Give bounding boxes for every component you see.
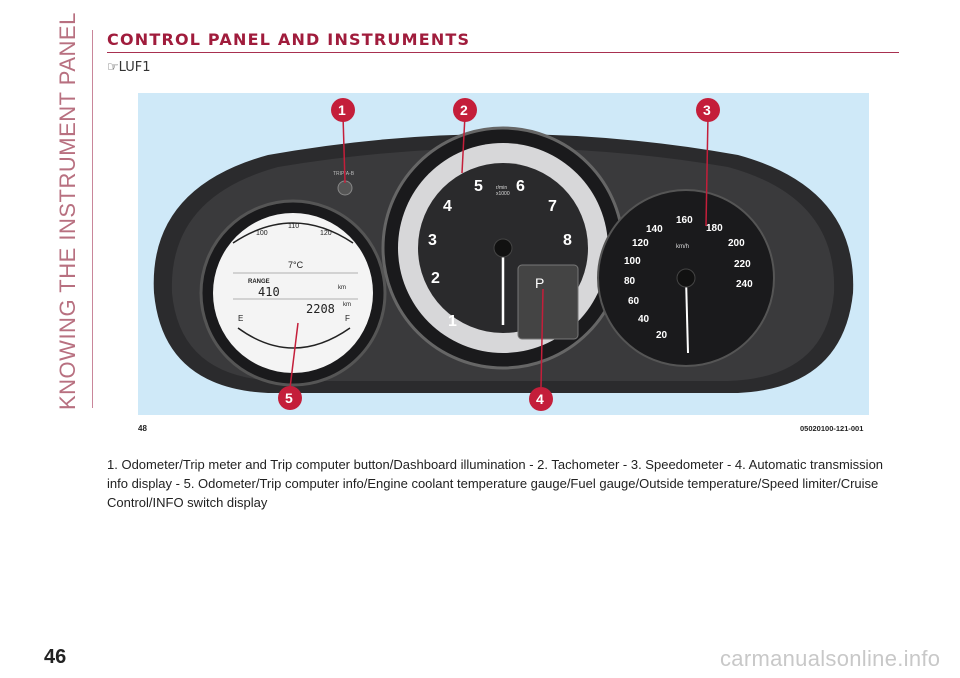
speedometer-gauge: 20 40 60 80 100 120 140 160 180 200 220 … [597, 189, 775, 367]
speed-tick-label: 160 [676, 215, 693, 226]
speed-tick-label: 40 [638, 314, 650, 325]
tach-tick-label: 8 [563, 232, 572, 249]
page-number: 46 [44, 646, 67, 668]
page-header: CONTROL PANEL AND INSTRUMENTS [107, 30, 899, 53]
tach-tick-label: 1 [448, 313, 457, 330]
range-value: 410 [258, 285, 280, 299]
watermark: carmanualsonline.info [720, 646, 941, 671]
callout-label: 2 [460, 102, 468, 118]
trip-button [337, 180, 353, 196]
range-label: RANGE [248, 279, 270, 285]
trip-button-label: TRIP/A-B [333, 171, 355, 177]
tach-unit-label: r/min [496, 185, 507, 191]
tach-tick-label: 6 [516, 178, 525, 195]
callout-marker [529, 387, 553, 411]
callout-marker [331, 98, 355, 122]
instrument-panel-figure: 100 110 120 7°C RANGE 410 km 2208 km E F… [138, 93, 869, 415]
tach-unit-multiplier: x1000 [496, 191, 510, 197]
callout-label: 1 [338, 102, 346, 118]
tach-tick-label: 5 [474, 178, 483, 195]
fuel-empty-label: E [238, 314, 243, 323]
callout-label: 5 [285, 390, 293, 406]
figure-number: 48 [138, 424, 147, 433]
tach-tick-label: 2 [431, 270, 440, 287]
callout-label: 3 [703, 102, 711, 118]
side-section-title: KNOWING THE INSTRUMENT PANEL [55, 12, 80, 410]
speed-tick-label: 60 [628, 296, 640, 307]
temp-tick-label: 100 [256, 230, 268, 237]
speed-tick-label: 240 [736, 279, 753, 290]
instrument-cluster-illustration: 100 110 120 7°C RANGE 410 km 2208 km E F… [153, 98, 854, 411]
speed-tick-label: 20 [656, 330, 668, 341]
callout-marker [453, 98, 477, 122]
callout-label: 4 [536, 391, 544, 407]
speed-tick-label: 200 [728, 238, 745, 249]
tach-tick-label: 3 [428, 232, 437, 249]
figure-caption: 1. Odometer/Trip meter and Trip computer… [107, 457, 884, 510]
callout-marker [696, 98, 720, 122]
side-rule [92, 30, 93, 408]
outside-temp-value: 7°C [288, 260, 304, 270]
temp-tick-label: 120 [320, 230, 332, 237]
info-display-gauge: 100 110 120 7°C RANGE 410 km 2208 km E F [199, 199, 387, 387]
speed-tick-label: 80 [624, 276, 636, 287]
speed-tick-label: 220 [734, 259, 751, 270]
callout-marker [278, 386, 302, 410]
transmission-display: P [517, 264, 579, 340]
speed-tick-label: 180 [706, 223, 723, 234]
speed-tick-label: 120 [632, 238, 649, 249]
speed-unit-label: km/h [676, 244, 689, 250]
page-title: CONTROL PANEL AND INSTRUMENTS [107, 30, 471, 49]
temp-tick-label: 110 [288, 223, 299, 230]
gear-indicator: P [535, 275, 544, 291]
tach-tick-label: 7 [548, 198, 557, 215]
tach-tick-label: 4 [443, 198, 452, 215]
version-badge: ☞LUF1 [107, 60, 151, 75]
hand-pointer-icon: ☞ [107, 60, 119, 75]
version-code: LUF1 [118, 60, 151, 75]
figure-code: 05020100-121-001 [800, 424, 864, 433]
odometer-value: 2208 [306, 302, 335, 316]
odometer-unit: km [343, 302, 351, 308]
tachometer-gauge: 1 2 3 4 5 6 7 8 r/min x1000 [381, 126, 625, 370]
range-unit: km [338, 285, 346, 291]
fuel-full-label: F [345, 314, 350, 323]
speed-tick-label: 140 [646, 224, 663, 235]
speed-tick-label: 100 [624, 256, 641, 267]
